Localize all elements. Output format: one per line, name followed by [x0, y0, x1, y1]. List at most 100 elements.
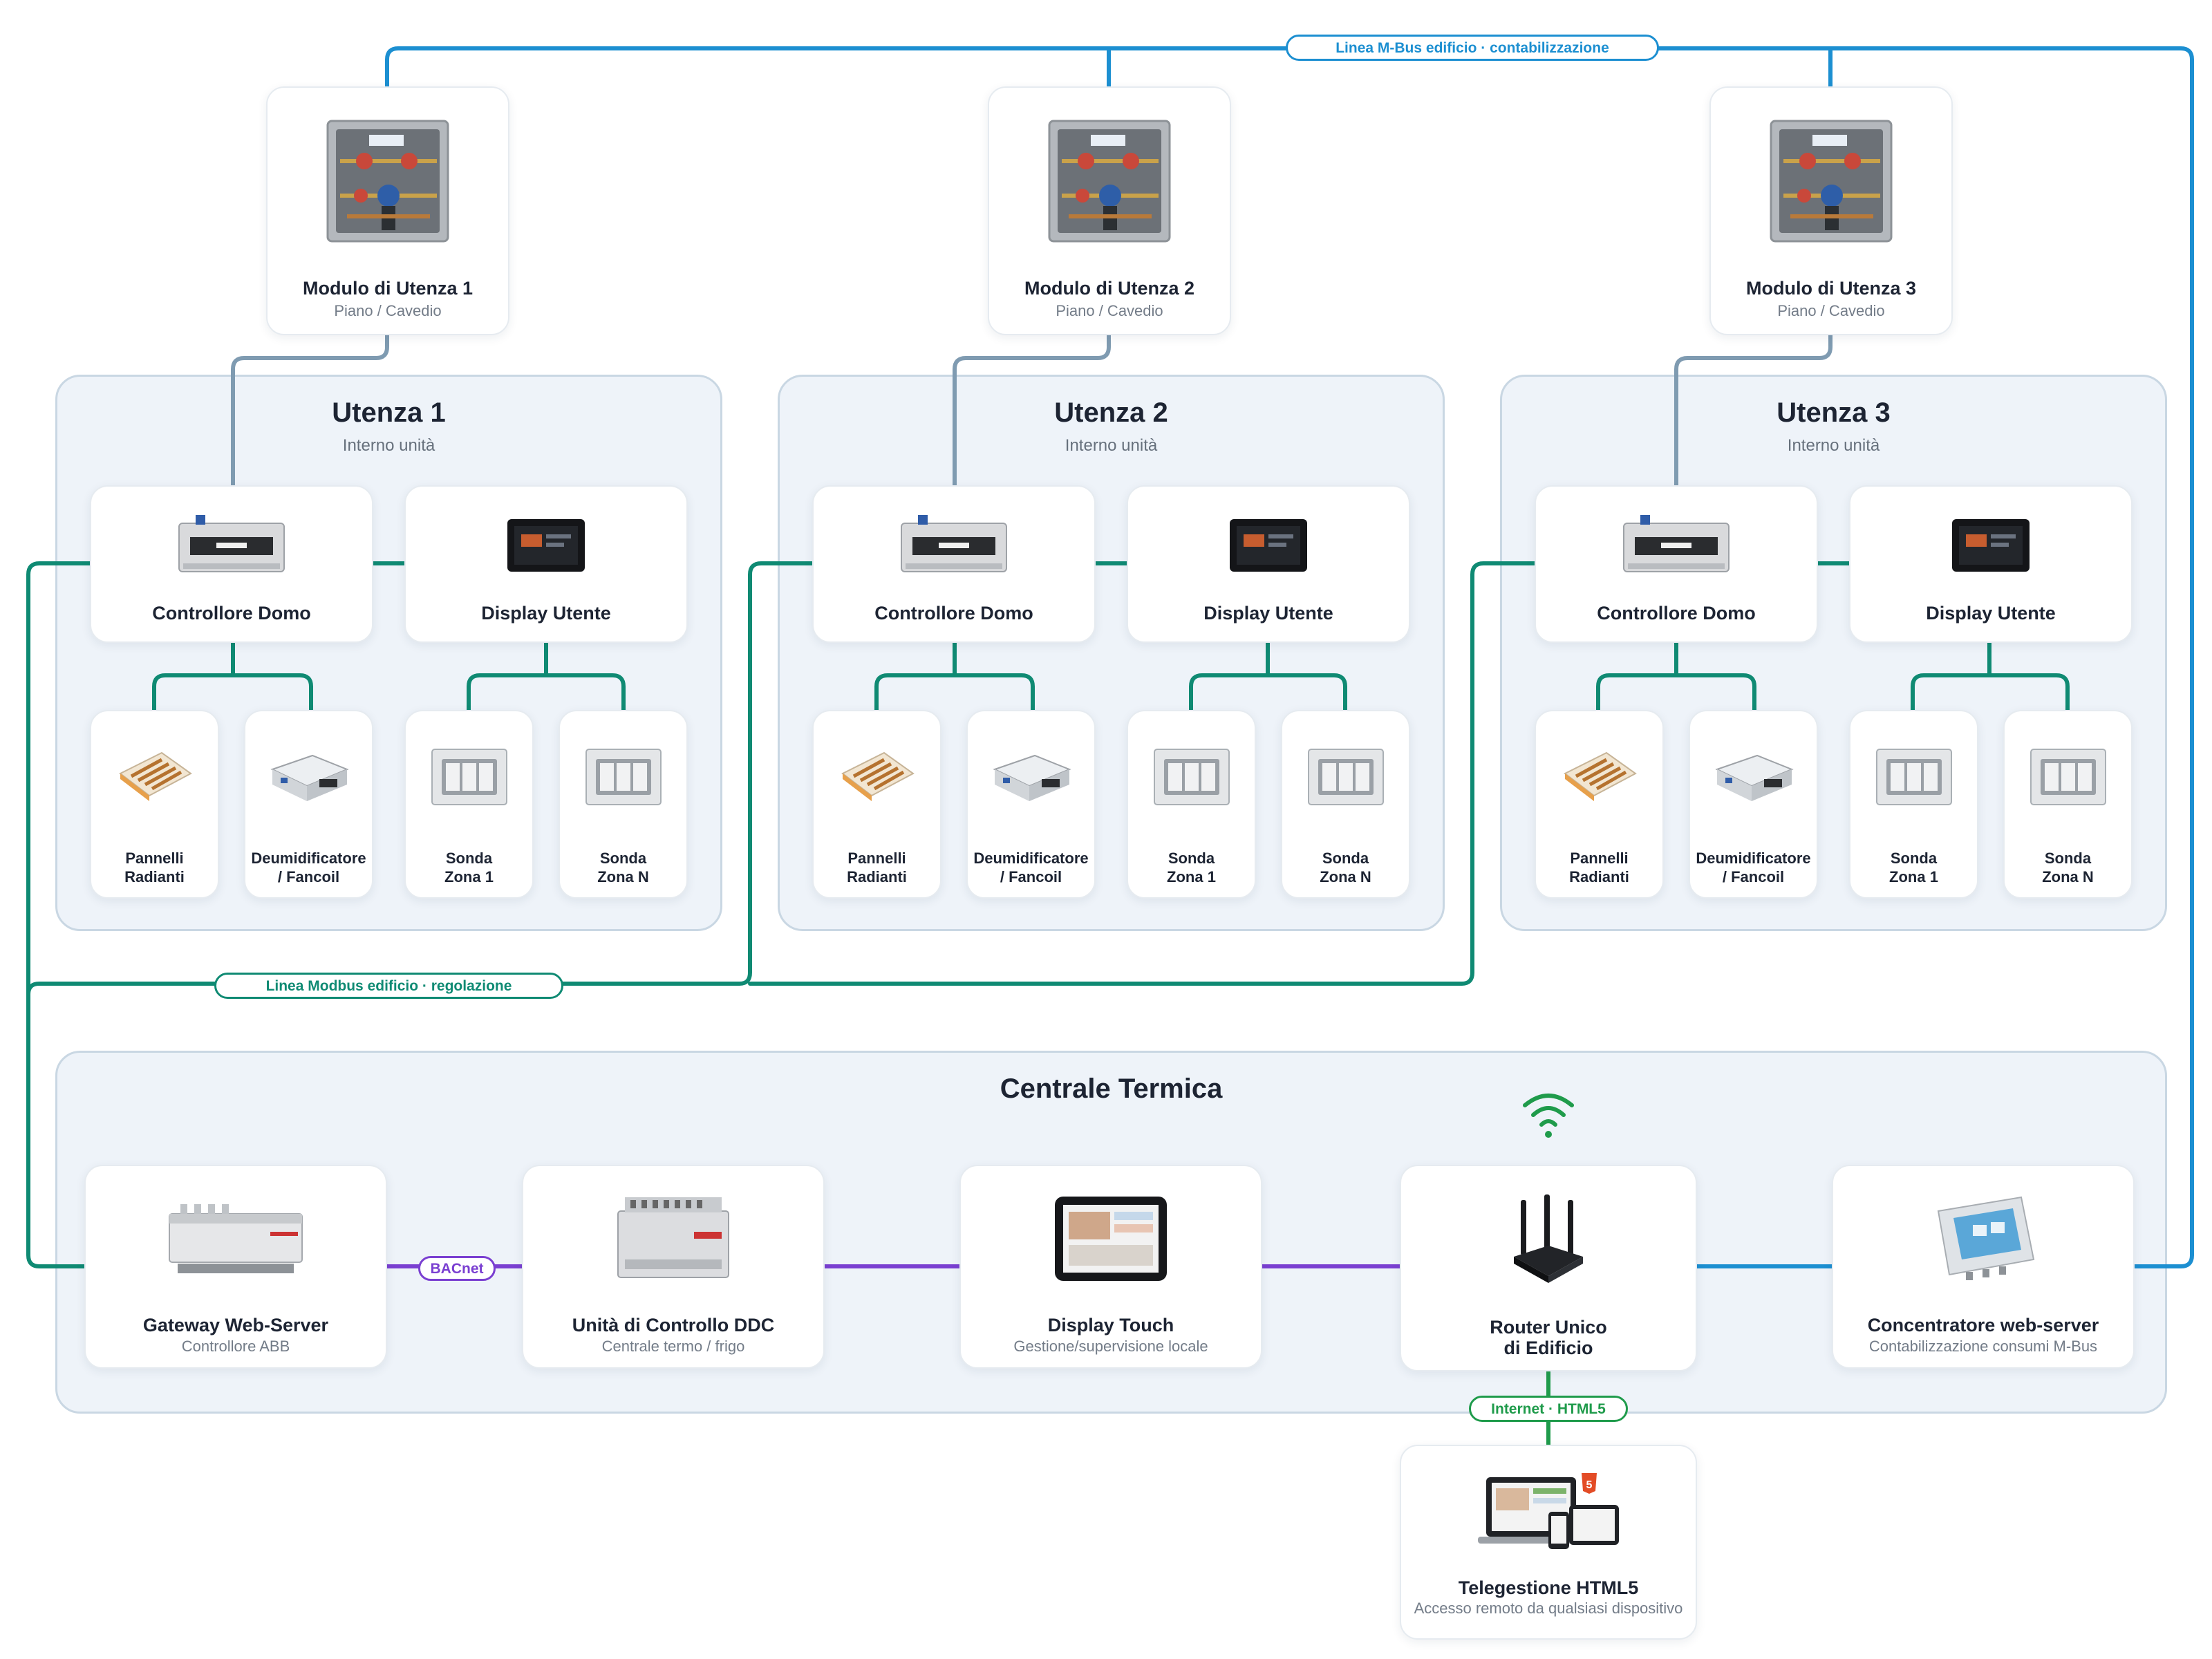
device-trees: [152, 641, 2070, 712]
device-label-line2: Radianti: [847, 868, 907, 885]
utenza-subtitle: Interno unità: [1065, 436, 1158, 455]
device-label-line2: Zona 1: [444, 868, 494, 885]
display-touch-card[interactable]: Display Touch Gestione/supervisione loca…: [959, 1165, 1262, 1369]
device-label-line1: Pannelli: [847, 850, 906, 867]
utility-module-icon: [989, 119, 1230, 243]
device-label-line2: Zona 1: [1889, 868, 1938, 885]
device-label-line2: Zona 1: [1167, 868, 1216, 885]
display-utente-card[interactable]: Display Utente: [1127, 485, 1410, 643]
modulo-utenza-card-2[interactable]: Modulo di Utenza 2 Piano / Cavedio: [988, 86, 1231, 335]
device-label-line1: Sonda: [1890, 850, 1938, 867]
concentratore-subtitle: Contabilizzazione consumi M-Bus: [1868, 1338, 2098, 1355]
utility-module-icon: [1711, 119, 1951, 243]
controllore-label: Controllore Domo: [1597, 603, 1756, 624]
utility-module-icon: [268, 119, 508, 243]
controller-icon: [814, 507, 1094, 583]
telegestione-subtitle: Accesso remoto da qualsiasi dispositivo: [1414, 1600, 1683, 1617]
utenza-title: Utenza 3: [1777, 397, 1891, 428]
modulo-link-3: [1674, 333, 1833, 487]
device-label-line1: Deumidificatore: [973, 850, 1089, 867]
controllore-label: Controllore Domo: [152, 603, 311, 624]
modulo-subtitle: Piano / Cavedio: [1056, 302, 1163, 319]
display-label: Display Utente: [481, 603, 611, 624]
display-utente-card[interactable]: Display Utente: [404, 485, 688, 643]
telegestione-title: Telegestione HTML5: [1458, 1577, 1639, 1598]
display-label: Display Utente: [1203, 603, 1333, 624]
device-card-dehumidifier[interactable]: Deumidificatore/ Fancoil: [244, 710, 373, 899]
modulo-utenza-card-3[interactable]: Modulo di Utenza 3 Piano / Cavedio: [1709, 86, 1953, 335]
sensor-icon: [1850, 739, 1977, 815]
router-card[interactable]: Router Unico di Edificio: [1400, 1165, 1697, 1371]
multi-device-icon: 5: [1401, 1467, 1696, 1557]
wifi-icon: [1521, 1089, 1576, 1144]
user-display-icon: [406, 514, 686, 577]
controllore-domo-card[interactable]: Controllore Domo: [812, 485, 1096, 643]
svg-text:5: 5: [1586, 1479, 1593, 1491]
modulo-link-1: [231, 333, 389, 487]
radiant-panel-icon: [814, 739, 940, 815]
touch-display-icon: [961, 1190, 1261, 1287]
device-label-line1: Sonda: [1168, 850, 1215, 867]
display-label: Display Utente: [1926, 603, 2056, 624]
ddc-title: Unità di Controllo DDC: [572, 1315, 775, 1335]
gateway-web-server-card[interactable]: Gateway Web-Server Controllore ABB: [84, 1165, 387, 1369]
controller-icon: [91, 507, 372, 583]
device-card-dehumidifier[interactable]: Deumidificatore/ Fancoil: [966, 710, 1096, 899]
concentratore-card[interactable]: Concentratore web-server Contabilizzazio…: [1832, 1165, 2135, 1369]
sensor-icon: [406, 739, 532, 815]
controllore-label: Controllore Domo: [874, 603, 1033, 624]
mbus-line: [385, 46, 2194, 1268]
device-card-dehumidifier[interactable]: Deumidificatore/ Fancoil: [1689, 710, 1818, 899]
concentratore-title: Concentratore web-server: [1867, 1315, 2099, 1335]
modulo-link-2: [953, 333, 1111, 487]
radiant-panel-icon: [1536, 739, 1662, 815]
ddc-controller-icon: [523, 1187, 823, 1291]
modbus-line-label: Linea Modbus edificio · regolazione: [214, 973, 563, 999]
ddc-subtitle: Centrale termo / frigo: [601, 1338, 745, 1355]
sensor-icon: [1128, 739, 1255, 815]
dehumidifier-icon: [968, 739, 1094, 815]
device-label-line2: Zona N: [2042, 868, 2094, 885]
display-touch-title: Display Touch: [1047, 1315, 1174, 1335]
gateway-subtitle: Controllore ABB: [181, 1338, 290, 1355]
device-label-line2: Zona N: [1320, 868, 1371, 885]
dehumidifier-icon: [1690, 739, 1817, 815]
modulo-subtitle: Piano / Cavedio: [334, 302, 442, 319]
utenza-title: Utenza 1: [332, 397, 446, 428]
telegestione-card[interactable]: 5 Telegestione HTML5 Accesso remoto da q…: [1400, 1445, 1697, 1640]
modulo-title: Modulo di Utenza 2: [1024, 278, 1194, 299]
sensor-icon: [560, 739, 686, 815]
device-label-line1: Sonda: [1322, 850, 1369, 867]
modulo-title: Modulo di Utenza 3: [1746, 278, 1916, 299]
modbus-line: [26, 561, 92, 1268]
sensor-icon: [2005, 739, 2131, 815]
sensor-icon: [1282, 739, 1409, 815]
mbus-line-label: Linea M-Bus edificio · contabilizzazione: [1286, 35, 1659, 61]
concentrator-icon: [1833, 1187, 2133, 1291]
ddc-control-unit-card[interactable]: Unità di Controllo DDC Centrale termo / …: [522, 1165, 825, 1369]
utenza-subtitle: Interno unità: [1787, 436, 1880, 455]
device-label-line1: Sonda: [599, 850, 647, 867]
radiant-panel-icon: [91, 739, 218, 815]
internet-line-label: Internet · HTML5: [1469, 1396, 1628, 1422]
display-utente-card[interactable]: Display Utente: [1849, 485, 2133, 643]
gateway-title: Gateway Web-Server: [142, 1315, 329, 1335]
bacnet-line-label: BACnet: [418, 1256, 496, 1281]
device-label-line1: Sonda: [2044, 850, 2092, 867]
dehumidifier-icon: [245, 739, 372, 815]
modulo-subtitle: Piano / Cavedio: [1777, 302, 1885, 319]
router-title-line2: di Edificio: [1503, 1338, 1593, 1358]
modulo-utenza-card-1[interactable]: Modulo di Utenza 1 Piano / Cavedio: [266, 86, 509, 335]
device-label-line1: Sonda: [445, 850, 493, 867]
controllore-domo-card[interactable]: Controllore Domo: [1535, 485, 1818, 643]
controllore-domo-card[interactable]: Controllore Domo: [90, 485, 373, 643]
